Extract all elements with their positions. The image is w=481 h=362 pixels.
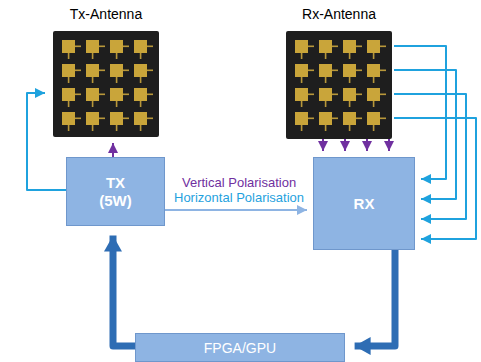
signal-arrow bbox=[112, 143, 114, 157]
rx-patches bbox=[290, 35, 386, 131]
antenna-heading: Tx-Antenna bbox=[51, 6, 161, 23]
polarisation-label: Vertical Polarisation bbox=[180, 175, 298, 190]
signal-arrow bbox=[27, 93, 66, 190]
polarisation-label: Horizontal Polarisation bbox=[172, 190, 306, 205]
signal-arrow bbox=[388, 139, 390, 151]
antenna-heading: Rx-Antenna bbox=[284, 6, 394, 23]
tx-board bbox=[53, 31, 159, 137]
rx-box: RX bbox=[313, 157, 415, 250]
rx-board bbox=[286, 31, 392, 139]
box-label: RX bbox=[354, 195, 375, 213]
fpga-box: FPGA/GPU bbox=[135, 333, 345, 362]
tx-box: TX (5W) bbox=[66, 157, 165, 226]
tx-antenna: Tx-Antenna bbox=[51, 6, 161, 137]
signal-arrow bbox=[113, 236, 135, 346]
signal-arrow bbox=[322, 139, 324, 151]
signal-arrow bbox=[355, 250, 395, 346]
signal-arrow bbox=[344, 139, 346, 151]
rx-antenna: Rx-Antenna bbox=[284, 6, 394, 139]
signal-arrow bbox=[165, 209, 307, 211]
box-label: FPGA/GPU bbox=[204, 339, 276, 357]
tx-patches bbox=[57, 35, 153, 131]
box-label: TX (5W) bbox=[94, 174, 138, 210]
signal-arrow bbox=[366, 139, 368, 151]
